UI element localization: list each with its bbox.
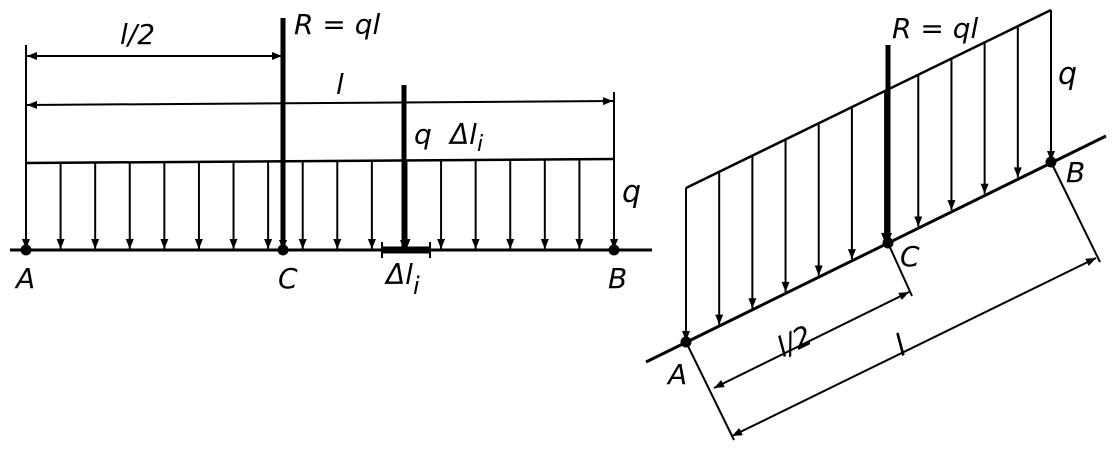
label-half-length-left: l/2: [120, 18, 155, 51]
delta-top-sub: i: [477, 132, 483, 157]
label-length-left: l: [336, 68, 344, 101]
label-c-right: C: [900, 240, 920, 273]
label-delta-bottom: Δli: [384, 258, 420, 300]
point-c-left: [277, 244, 289, 256]
label-q-right-left: q: [622, 175, 641, 210]
extension-line-a-right: [685, 341, 735, 441]
label-resultant-right: R = ql: [892, 12, 978, 45]
horizontal-beam-diagram: l/2 R = ql l q Δli q A C Δli B: [10, 8, 652, 300]
dimension-length-right: [731, 257, 1097, 437]
inclined-beam-diagram: R = ql q B C l/2 l A: [645, 8, 1107, 441]
load-top-line: [25, 157, 615, 165]
extension-line-b-right: [1050, 161, 1101, 263]
label-q-right: q: [1058, 57, 1077, 92]
delta-top-main: Δl: [448, 118, 477, 151]
delta-bottom-main: Δl: [384, 258, 413, 291]
inclined-axis: [645, 134, 1107, 364]
point-b-right: [1045, 156, 1057, 168]
inclined-load-arrows: [682, 10, 1055, 341]
point-c-right: [882, 237, 894, 249]
distributed-load-arrows: [22, 159, 618, 249]
point-a-left: [20, 244, 32, 256]
label-delta-top: Δli: [448, 118, 483, 157]
label-q-elemental: q: [414, 118, 432, 151]
dimension-length: [26, 97, 614, 109]
point-a-right: [680, 336, 692, 348]
load-top-inclined: [685, 8, 1052, 190]
label-resultant-left: R = ql: [294, 8, 380, 41]
label-a-right: A: [666, 358, 687, 391]
point-b-left: [608, 244, 620, 256]
label-a-left: A: [14, 262, 35, 295]
label-c-left: C: [278, 262, 298, 295]
label-b-left: B: [608, 262, 627, 295]
label-b-right: B: [1066, 156, 1085, 189]
delta-bottom-sub: i: [413, 272, 420, 300]
